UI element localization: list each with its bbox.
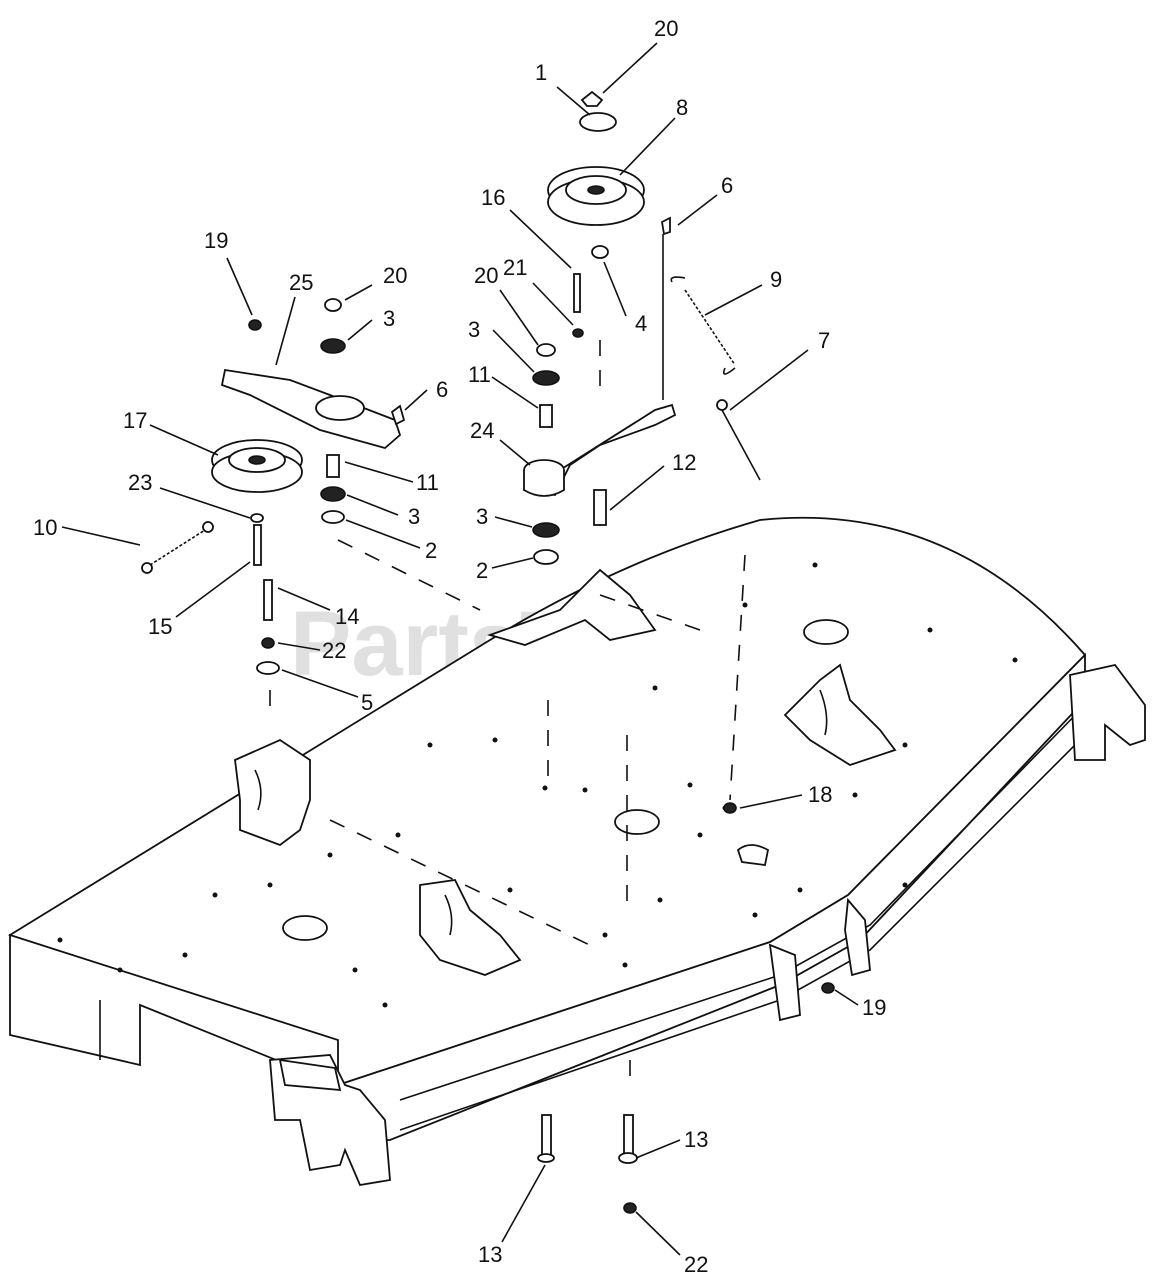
spindle-hole-right (803, 619, 849, 645)
bolt-13-right (623, 1114, 634, 1156)
washer-2-left (321, 510, 345, 524)
bearing-3-mid-bottom (532, 522, 560, 538)
nut-22-left (261, 637, 275, 649)
spring-link-7 (716, 399, 761, 481)
idler-arm-25 (220, 368, 402, 449)
callout-13-left: 13 (478, 1242, 502, 1267)
callout-21: 21 (503, 255, 527, 280)
callout-14: 14 (335, 604, 359, 629)
callout-19-right: 19 (862, 995, 886, 1020)
callout-9: 9 (770, 267, 782, 292)
callout-11-left: 11 (416, 470, 439, 495)
callout-5: 5 (361, 690, 373, 715)
callout-18: 18 (808, 782, 832, 807)
left-bolt-stack (256, 579, 280, 675)
callout-11-mid: 11 (468, 362, 491, 387)
callout-7: 7 (818, 328, 830, 353)
callout-19-left: 19 (204, 228, 228, 253)
bearing-3-left-bottom (320, 486, 346, 502)
callout-1: 1 (535, 60, 547, 85)
spacer-11-left (326, 454, 340, 478)
left-idler-arm (220, 298, 406, 524)
nut-20-left (324, 298, 342, 312)
deck-center-bracket (768, 943, 801, 1022)
spacer-4 (591, 245, 609, 259)
spring-10 (141, 521, 214, 574)
callout-2-left: 2 (425, 538, 437, 563)
mower-deck (8, 516, 1146, 1187)
callout-25: 25 (289, 270, 313, 295)
washer-1 (579, 112, 617, 132)
deck-top-surface (8, 516, 1087, 1086)
callout-3-left-top: 3 (383, 306, 395, 331)
callout-20-top: 20 (654, 16, 678, 41)
callout-23: 23 (128, 470, 152, 495)
callout-10: 10 (33, 515, 57, 540)
spindle-hole-center (614, 809, 660, 835)
nut-21 (572, 328, 584, 338)
callout-20-mid: 20 (474, 263, 498, 288)
bearing-3-left-top (320, 338, 346, 354)
callout-3-mid-top: 3 (468, 317, 480, 342)
deck-left-front-bracket (269, 1054, 391, 1187)
callout-17: 17 (123, 408, 147, 433)
deck-mount-bracket-3 (783, 663, 897, 766)
spring-9 (670, 276, 736, 375)
nut-22-bottom (623, 1202, 637, 1214)
callout-3-left-bottom: 3 (408, 504, 420, 529)
washer-2-mid (533, 549, 559, 565)
nut-19-right (821, 982, 835, 994)
deck-right-mid-bracket (844, 897, 871, 977)
bolt-6-left (390, 404, 406, 426)
spindle-hole-left (282, 915, 328, 941)
washer-5 (256, 661, 280, 675)
deck-right-bracket (1069, 663, 1146, 761)
idler-pulley-top (547, 90, 645, 259)
bolt-16 (573, 273, 581, 313)
callout-20-left: 20 (383, 263, 407, 288)
callout-3-mid-bottom: 3 (476, 504, 488, 529)
leader-lines (61, 42, 859, 1256)
callout-15: 15 (148, 614, 172, 639)
callout-4: 4 (635, 311, 647, 336)
callout-16: 16 (481, 185, 505, 210)
callout-6-right: 6 (721, 173, 733, 198)
callout-13-right: 13 (684, 1127, 708, 1152)
callout-6-left: 6 (436, 377, 448, 402)
deck-small-clip (736, 844, 770, 867)
bolt-12 (593, 489, 607, 526)
deck-left-skirt (9, 933, 339, 1087)
deck-mount-bracket-2 (487, 568, 657, 646)
callout-22-bottom: 22 (684, 1252, 708, 1277)
callout-12: 12 (672, 450, 696, 475)
deck-mount-bracket-1 (234, 738, 311, 847)
right-idler-arm (522, 216, 677, 565)
nut-18 (723, 802, 737, 814)
bolt-14 (263, 579, 273, 621)
bolt-15 (253, 524, 262, 566)
deck-mount-bracket-4 (419, 879, 522, 976)
nut-20-mid (536, 343, 556, 357)
nut-19-left (248, 319, 262, 331)
assembly-axis-lines (269, 340, 746, 1080)
bolt-6-right (661, 216, 671, 236)
deck-hardware (537, 802, 835, 1214)
callout-8: 8 (676, 95, 688, 120)
pulley-17 (211, 439, 303, 566)
bearing-3-mid-top (532, 370, 560, 386)
callouts: 20 1 8 6 16 19 25 20 20 21 9 3 3 4 7 11 … (33, 16, 886, 1277)
spacer-11-mid (539, 404, 553, 428)
callout-24: 24 (470, 418, 494, 443)
deck-holes (57, 562, 1018, 1008)
bolt-13-left (541, 1114, 552, 1156)
callout-2-mid: 2 (476, 558, 488, 583)
washer-23 (250, 513, 264, 523)
nut-20-top (580, 90, 604, 107)
callout-22-left: 22 (322, 638, 346, 663)
